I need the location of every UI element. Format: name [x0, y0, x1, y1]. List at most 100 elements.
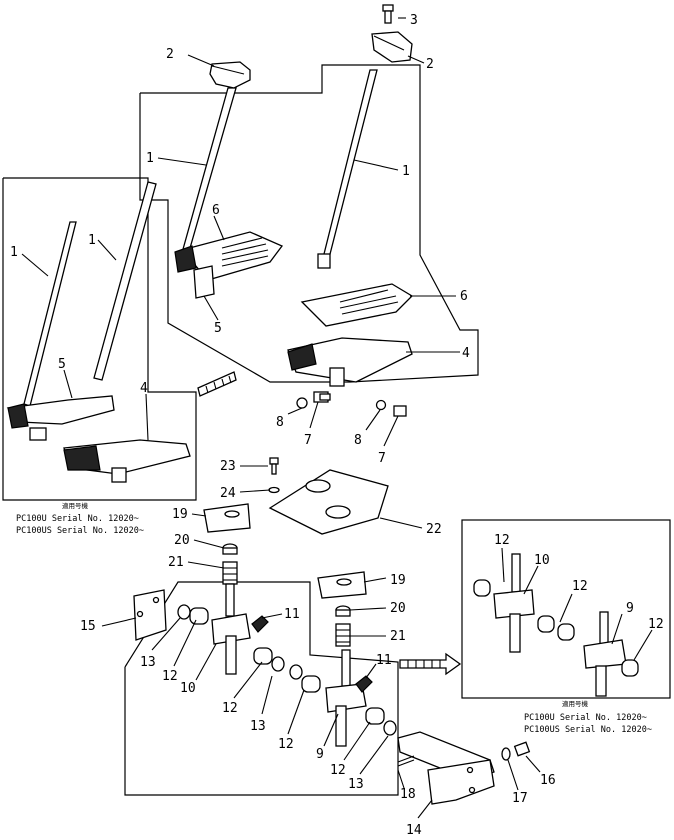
label-4-center: 4	[462, 346, 470, 361]
label-19-right: 19	[390, 573, 406, 588]
bushing-12-a	[189, 607, 209, 625]
right-variant-bushing-12-c	[557, 623, 575, 641]
pin-18	[397, 755, 415, 767]
right-variant-applicability-jp: 適用号機	[562, 699, 589, 708]
bushing-12-b	[253, 647, 273, 665]
label-20-right: 20	[390, 601, 406, 616]
label-12-a: 12	[162, 669, 178, 684]
label-13-d: 13	[348, 777, 364, 792]
label-22: 22	[426, 522, 442, 537]
bolt-16	[513, 741, 531, 757]
shaft-9	[325, 649, 367, 747]
cover-19-right	[317, 571, 367, 599]
label-13-b: 13	[250, 719, 266, 734]
left-variant-serial-1: PC100U Serial No. 12020~	[16, 514, 139, 524]
label-4-left-variant: 4	[140, 381, 148, 396]
right-variant-shaft-10	[493, 553, 535, 653]
left-variant-serial-2: PC100US Serial No. 12020~	[16, 526, 144, 536]
label-11-lower: 11	[376, 653, 392, 668]
label-14: 14	[406, 823, 422, 838]
washer-8-left	[296, 397, 308, 409]
bolt-7-left	[313, 391, 331, 403]
bolt-7-right	[393, 405, 407, 417]
right-variant-serial-1: PC100U Serial No. 12020~	[524, 713, 647, 723]
bushing-13-a	[177, 604, 191, 620]
left-variant-bracket-5	[6, 395, 115, 441]
shaft-10	[211, 583, 251, 675]
label-1-left-variant-a: 1	[10, 245, 18, 260]
label-10: 10	[180, 681, 196, 696]
upper-assembly-frame	[139, 64, 479, 383]
label-12-d: 12	[330, 763, 346, 778]
label-10-rv: 10	[534, 553, 550, 568]
cover-19-left	[203, 503, 251, 533]
label-9-rv: 9	[626, 601, 634, 616]
lower-assembly-frame	[124, 581, 399, 796]
bushing-12-d	[365, 707, 385, 725]
direction-arrow-lower	[399, 652, 462, 676]
label-12-rv-b: 12	[572, 579, 588, 594]
label-21-left: 21	[168, 555, 184, 570]
left-lever-knob	[209, 61, 251, 89]
bushing-13-d	[383, 720, 397, 736]
grease-fitting-11-a	[251, 615, 269, 633]
right-variant-bushing-12-a	[473, 579, 491, 597]
label-1-left-variant-b: 1	[88, 233, 96, 248]
floor-plate-22	[268, 469, 389, 535]
label-7-left: 7	[304, 433, 312, 448]
left-variant-rod-a	[23, 221, 77, 407]
lever-bolt-3	[382, 4, 394, 24]
spring-21-right	[335, 623, 351, 647]
bushing-13-b	[271, 656, 285, 672]
direction-arrow-upper	[197, 371, 237, 397]
bolt-23	[269, 457, 279, 475]
right-variant-serial-2: PC100US Serial No. 12020~	[524, 725, 652, 735]
label-1-upper-right: 1	[402, 164, 410, 179]
label-5-left-variant: 5	[58, 357, 66, 372]
label-5-upper: 5	[214, 321, 222, 336]
label-15: 15	[80, 619, 96, 634]
label-12-rv-a: 12	[494, 533, 510, 548]
left-variant-rod-b	[93, 181, 157, 381]
bracket-15	[133, 589, 167, 641]
left-variant-pedal-4	[63, 439, 191, 483]
label-6-upper-left: 6	[212, 203, 220, 218]
cap-20-left	[222, 543, 238, 555]
right-variant-frame	[461, 519, 671, 699]
label-23: 23	[220, 459, 236, 474]
grease-fitting-11-b	[355, 675, 373, 693]
label-2-left: 2	[166, 47, 174, 62]
right-variant-bushing-12-b	[537, 615, 555, 633]
bushing-13-c	[289, 664, 303, 680]
label-1-upper-left: 1	[146, 151, 154, 166]
spring-21-left	[222, 561, 238, 585]
left-variant-applicability-jp: 適用号機	[62, 501, 89, 510]
right-lever-rod	[317, 69, 378, 269]
label-8-right: 8	[354, 433, 362, 448]
label-6-upper-right: 6	[460, 289, 468, 304]
label-12-c: 12	[278, 737, 294, 752]
center-pedal	[287, 337, 413, 387]
right-lever-knob	[371, 31, 413, 63]
cap-20-right	[335, 605, 351, 617]
label-13-a: 13	[140, 655, 156, 670]
label-2-right: 2	[426, 57, 434, 72]
label-18: 18	[400, 787, 416, 802]
leader-lines	[21, 17, 653, 819]
washer-17	[501, 747, 511, 761]
label-3: 3	[410, 13, 418, 28]
right-variant-shaft-9	[583, 611, 627, 697]
washer-24	[268, 486, 280, 494]
upper-right-pedal	[300, 283, 414, 327]
label-20-left: 20	[174, 533, 190, 548]
upper-left-bracket	[193, 265, 215, 299]
label-11-upper: 11	[284, 607, 300, 622]
pedal-bracket-14	[397, 731, 495, 805]
label-21-right: 21	[390, 629, 406, 644]
label-16: 16	[540, 773, 556, 788]
label-24: 24	[220, 486, 236, 501]
left-variant-frame	[2, 177, 197, 501]
label-19-left: 19	[172, 507, 188, 522]
left-lever-rod	[179, 87, 237, 263]
